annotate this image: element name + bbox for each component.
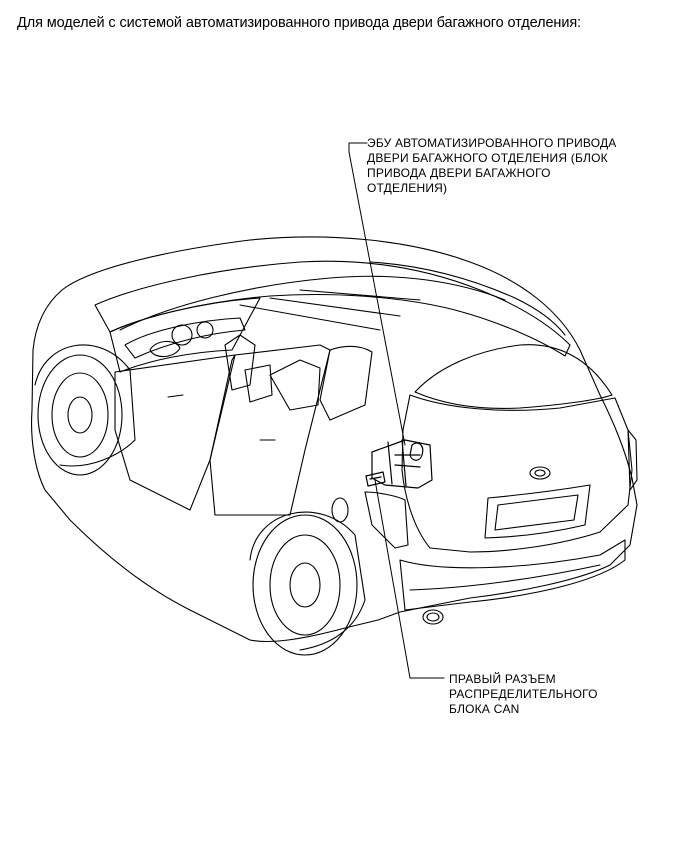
steering-wheel: [149, 340, 181, 358]
roof-crossbar: [299, 289, 421, 301]
windshield: [109, 297, 261, 373]
callout-line: ПРИВОДА ДВЕРИ БАГАЖНОГО: [367, 166, 551, 180]
callout-line: ОТДЕЛЕНИЯ): [367, 181, 448, 195]
license-plate-recess: [484, 484, 591, 539]
roof-crossbar-2: [269, 297, 401, 317]
roof: [94, 260, 571, 357]
body-outline: [31, 236, 638, 642]
rear-window: [414, 344, 613, 409]
callout-line: БЛОКА CAN: [449, 702, 520, 716]
callout-line: ДВЕРИ БАГАЖНОГО ОТДЕЛЕНИЯ (БЛОК: [367, 151, 608, 165]
back-door-ecu: [371, 439, 433, 489]
rear-light-left: [364, 491, 409, 549]
leader-can: [374, 479, 445, 679]
license-plate-inner: [494, 494, 579, 531]
roof-crossbar-3: [239, 304, 381, 331]
door-handle-front: [167, 394, 184, 398]
can-junction-connector: [365, 471, 386, 487]
front-wheel: [37, 354, 123, 476]
rear-light-right: [627, 429, 638, 491]
center-console: [244, 364, 273, 403]
callout-back-door-ecu: ЭБУ АВТОМАТИЗИРОВАННОГО ПРИВОДА ДВЕРИ БА…: [367, 136, 667, 196]
rear-wheel-arch: [249, 511, 366, 651]
callout-can-connector: ПРАВЫЙ РАЗЪЕМ РАСПРЕДЕЛИТЕЛЬНОГО БЛОКА C…: [449, 672, 679, 717]
rear-door: [209, 344, 331, 516]
emblem: [529, 466, 551, 480]
page-heading: Для моделей с системой автоматизированно…: [17, 15, 582, 31]
front-wheel-arch: [34, 344, 136, 467]
roof-rail-left: [119, 275, 506, 331]
quarter-window: [319, 345, 373, 421]
leader-ecu: [348, 142, 406, 446]
fuel-door: [331, 497, 349, 523]
front-seat: [224, 334, 256, 391]
liftgate: [401, 394, 633, 553]
rear-seat: [269, 359, 321, 411]
callout-line: РАСПРЕДЕЛИТЕЛЬНОГО: [449, 687, 598, 701]
rear-wheel: [252, 514, 358, 656]
callout-line: ЭБУ АВТОМАТИЗИРОВАННОГО ПРИВОДА: [367, 136, 617, 150]
dashboard: [124, 317, 246, 359]
rear-bumper-lower: [409, 564, 601, 591]
callout-line: ПРАВЫЙ РАЗЪЕМ: [449, 672, 556, 686]
roof-rail-right: [369, 261, 566, 336]
fog-light: [422, 609, 444, 625]
rear-bumper: [399, 539, 626, 611]
